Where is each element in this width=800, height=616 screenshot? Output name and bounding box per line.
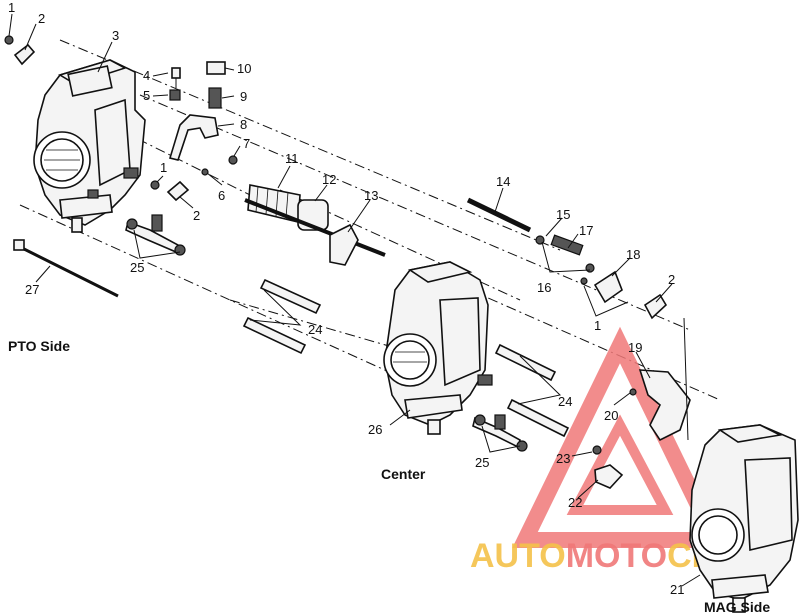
callout-5: 5 <box>143 88 150 103</box>
callout-16: 16 <box>537 280 551 295</box>
callout-labels: 1 2 3 4 5 6 7 8 9 10 1 2 11 12 13 14 15 … <box>8 0 684 597</box>
callout-17: 17 <box>579 223 593 238</box>
callout-8: 8 <box>240 117 247 132</box>
watermark-brand-part-2: MOTO <box>566 537 667 575</box>
callout-6: 6 <box>218 188 225 203</box>
callout-11: 11 <box>285 151 299 166</box>
connector-tubes <box>242 278 570 438</box>
mag-carburetor <box>689 424 799 613</box>
callout-18: 18 <box>626 247 640 262</box>
callout-2-pto-lower: 2 <box>193 208 200 223</box>
callout-19: 19 <box>628 340 642 355</box>
callout-2-pto-clamp: 2 <box>38 11 45 26</box>
callout-24-right: 24 <box>558 394 572 409</box>
callout-3-pto-carburetor: 3 <box>112 28 119 43</box>
throttle-parts <box>244 184 668 320</box>
mag-linkage <box>592 369 691 489</box>
section-label-center: Center <box>381 466 426 482</box>
callout-1-mag: 1 <box>594 318 601 333</box>
callout-1-pto-lower: 1 <box>160 160 167 175</box>
callout-14: 14 <box>496 174 510 189</box>
callout-25-pto: 25 <box>130 260 144 275</box>
callout-7: 7 <box>243 136 250 151</box>
callout-22: 22 <box>568 495 582 510</box>
callout-10: 10 <box>237 61 251 76</box>
callout-24-left: 24 <box>308 322 322 337</box>
callout-23: 23 <box>556 451 570 466</box>
section-labels: PTO Side Center MAG Side <box>8 338 770 615</box>
callout-26-center-carburetor: 26 <box>368 422 382 437</box>
callout-13: 13 <box>364 188 378 203</box>
pto-small-parts <box>4 35 238 298</box>
callout-2-mag: 2 <box>668 272 675 287</box>
section-label-pto-side: PTO Side <box>8 338 70 354</box>
callout-25-center: 25 <box>475 455 489 470</box>
callout-20: 20 <box>604 408 618 423</box>
callout-12: 12 <box>322 172 336 187</box>
center-small-parts <box>472 414 528 452</box>
callout-9: 9 <box>240 89 247 104</box>
pto-carburetor <box>33 59 146 233</box>
callout-15: 15 <box>556 207 570 222</box>
callout-21-mag-carburetor: 21 <box>670 582 684 597</box>
callout-4: 4 <box>143 68 150 83</box>
section-label-mag-side: MAG Side <box>704 599 770 615</box>
leader-lines <box>8 13 701 587</box>
callout-1-pto-screw: 1 <box>8 0 15 15</box>
callout-27: 27 <box>25 282 39 297</box>
watermark-brand-part-1: AUTO <box>470 537 566 575</box>
center-carburetor <box>383 261 493 435</box>
